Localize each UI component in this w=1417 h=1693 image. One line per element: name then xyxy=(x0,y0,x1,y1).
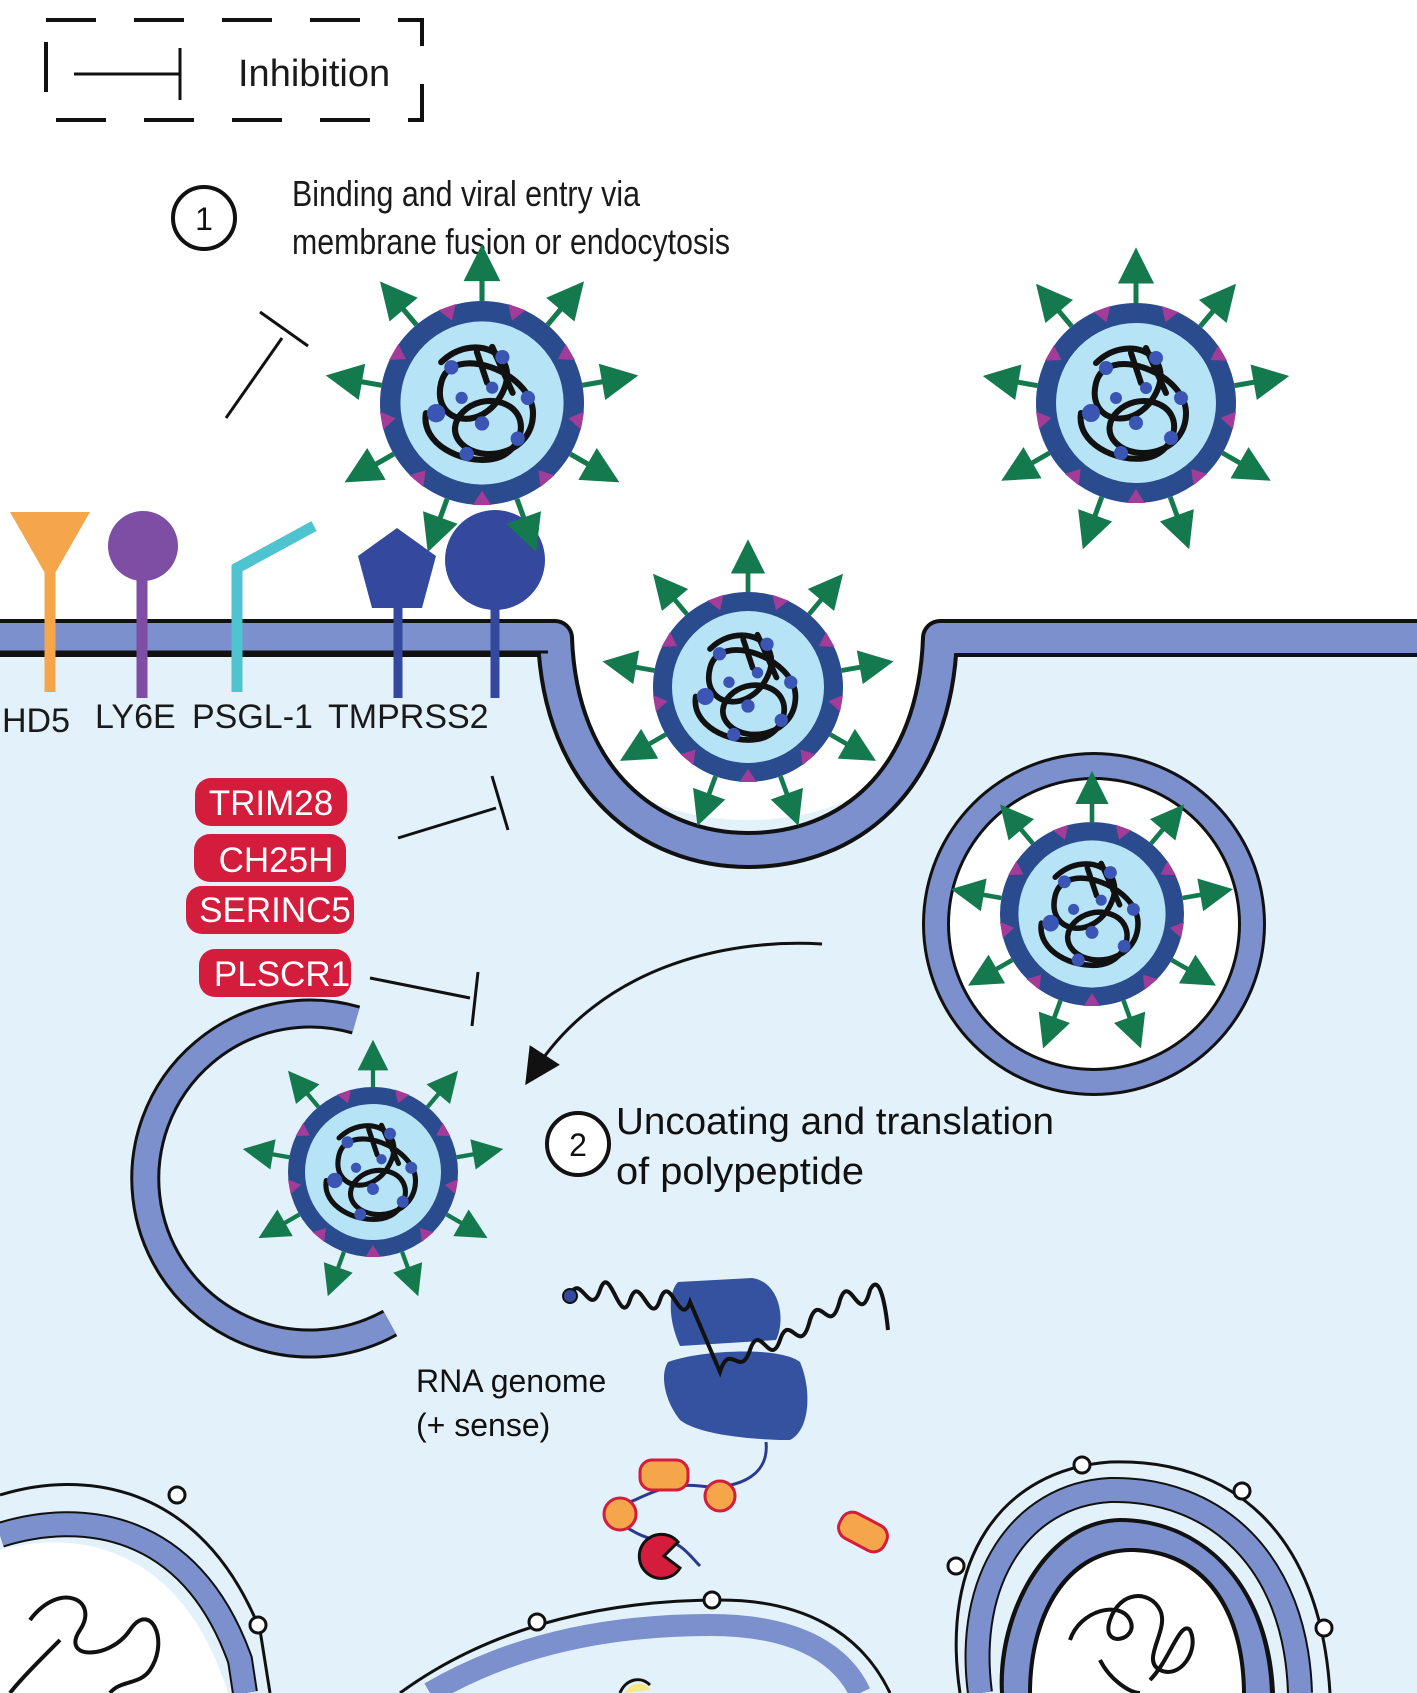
nucleus-center xyxy=(399,1590,892,1693)
step-2: 2 Uncoating and translation of polypepti… xyxy=(545,1101,1054,1193)
polypeptide xyxy=(602,1441,889,1580)
pill-plscr1 xyxy=(199,949,351,997)
fusion-inhibition xyxy=(397,775,510,840)
receptor-hd5 xyxy=(10,512,90,692)
step-2-badge xyxy=(545,1111,611,1177)
virion-binding xyxy=(329,250,635,552)
organelle-left xyxy=(0,1482,272,1693)
step-2-line1: Uncoating and translation xyxy=(616,1101,1054,1143)
rna-label-line2: (+ sense) xyxy=(416,1407,550,1443)
label-hd5: HD5 xyxy=(2,702,70,740)
legend-inhibition-label: Inhibition xyxy=(238,53,390,95)
organelle-right xyxy=(946,1455,1334,1693)
ribosome xyxy=(664,1278,808,1440)
virion-endocytosing xyxy=(605,545,890,826)
label-plscr1: PLSCR1 xyxy=(214,955,350,994)
label-ly6e: LY6E xyxy=(95,698,176,736)
binding-inhibition xyxy=(224,310,309,419)
step-1-number: 1 xyxy=(195,201,213,237)
receptor-psgl1 xyxy=(231,521,317,692)
step-1-badge xyxy=(171,185,237,251)
label-tmprss2: TMPRSS2 xyxy=(328,698,489,736)
uncoating-inhibition xyxy=(369,971,480,1027)
step-1-line1: Binding and viral entry via xyxy=(292,173,641,214)
uncoating-arrow xyxy=(525,941,823,1086)
label-trim28: TRIM28 xyxy=(209,784,333,823)
step-1: 1 Binding and viral entry via membrane f… xyxy=(171,173,730,262)
legend: Inhibition xyxy=(44,18,424,122)
rna-label: RNA genome (+ sense) xyxy=(416,1363,606,1443)
label-ch25h: CH25H xyxy=(219,841,334,880)
label-serinc5: SERINC5 xyxy=(199,891,351,930)
uncoating-vesicle xyxy=(130,998,398,1359)
pill-trim28 xyxy=(195,778,347,826)
pill-serinc5 xyxy=(186,886,354,934)
virion-extracellular xyxy=(986,253,1286,549)
label-psgl1: PSGL-1 xyxy=(192,698,313,736)
step-1-line2: membrane fusion or endocytosis xyxy=(292,221,730,262)
receptor-ly6e xyxy=(108,511,178,698)
rna-genome xyxy=(562,1280,890,1378)
receptor-tmprss2 xyxy=(358,528,436,698)
receptor-labels: HD5 LY6E PSGL-1 TMPRSS2 xyxy=(2,698,489,740)
rna-label-line1: RNA genome xyxy=(416,1363,606,1399)
step-2-line2: of polypeptide xyxy=(616,1151,864,1193)
plasma-membrane xyxy=(0,619,1417,869)
pill-ch25h xyxy=(194,834,346,882)
step-2-number: 2 xyxy=(569,1127,587,1163)
restriction-factors: TRIM28 CH25H SERINC5 PLSCR1 xyxy=(186,778,354,997)
